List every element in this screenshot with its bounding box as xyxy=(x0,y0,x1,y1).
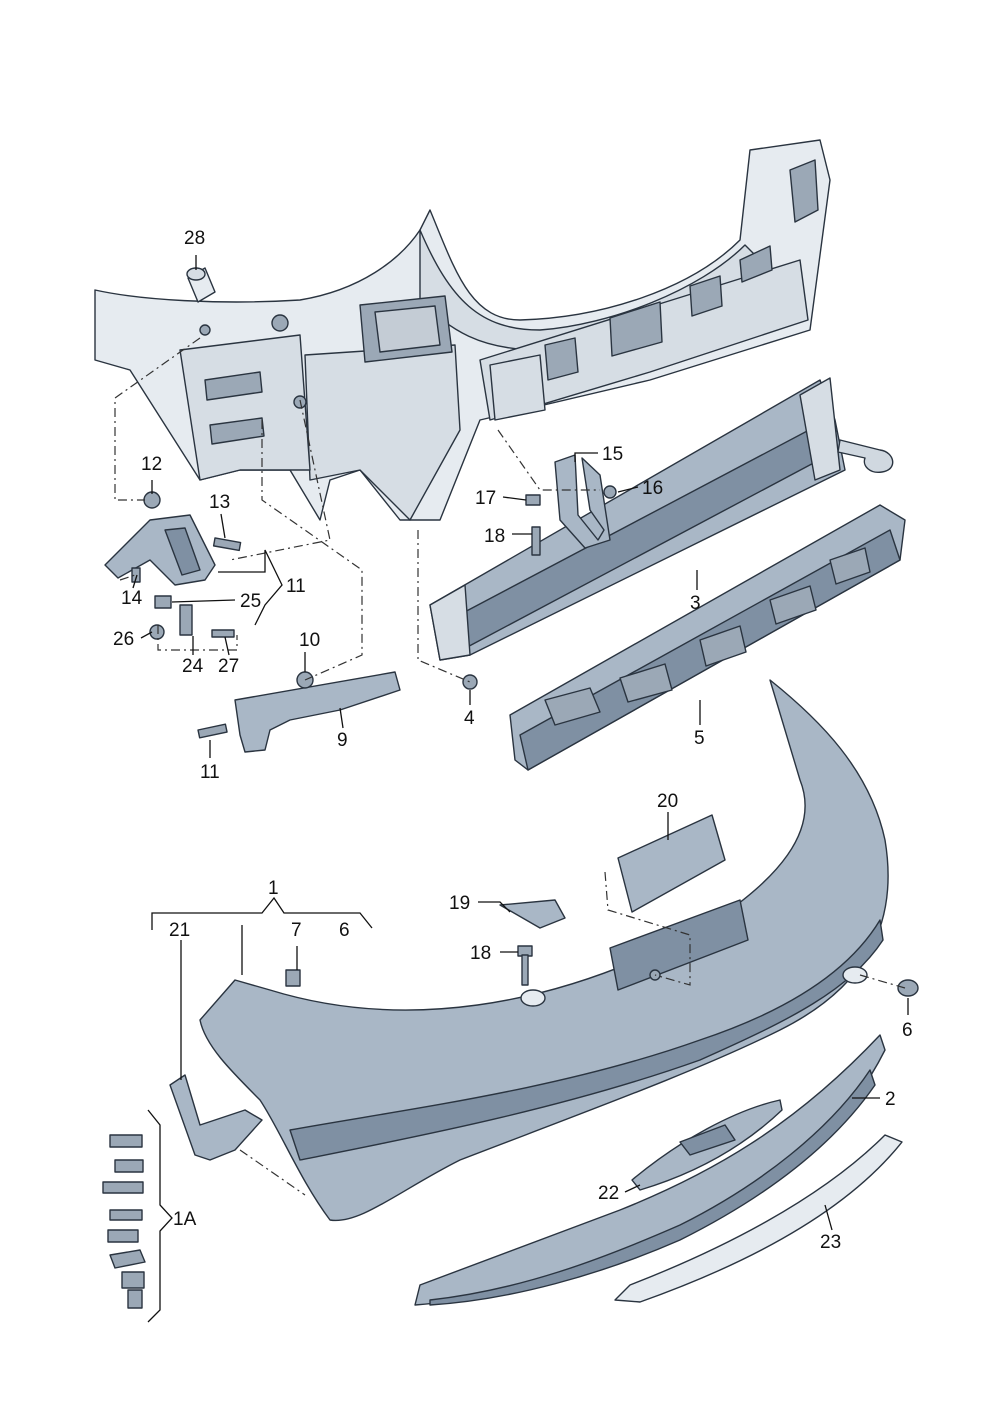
bracket-8 xyxy=(234,671,401,753)
callout-4: 4 xyxy=(464,708,475,729)
callout-26: 26 xyxy=(113,629,134,650)
leader-lines xyxy=(132,255,909,1323)
callout-1: 1 xyxy=(268,878,279,899)
callout-11: 11 xyxy=(286,576,306,597)
bracket-11 xyxy=(104,514,216,586)
callout-21: 21 xyxy=(169,920,190,941)
callout-28: 28 xyxy=(184,228,205,249)
callout-9: 10 xyxy=(299,630,320,651)
bracket-19 xyxy=(499,899,566,929)
callout-5: 5 xyxy=(694,728,705,749)
callout-15: 15 xyxy=(602,444,623,465)
impact-beam-3 xyxy=(429,377,894,661)
assembly-lines xyxy=(114,337,906,1196)
callout-1a: 1A xyxy=(173,1209,197,1230)
callout-6-top: 6 xyxy=(339,920,350,941)
reflector-22 xyxy=(631,1099,783,1191)
callout-27: 27 xyxy=(218,656,239,677)
callout-20: 20 xyxy=(657,791,678,812)
callout-19: 19 xyxy=(449,893,470,914)
callout-13: 13 xyxy=(209,492,230,513)
callout-2: 2 xyxy=(885,1089,896,1110)
callout-23: 23 xyxy=(820,1232,841,1253)
callout-25: 25 xyxy=(240,591,261,612)
callout-7: 7 xyxy=(291,920,302,941)
callout-6-right: 6 xyxy=(902,1020,913,1041)
callout-16: 16 xyxy=(642,478,663,499)
callout-14: 14 xyxy=(121,588,143,609)
callout-12: 12 xyxy=(141,454,162,475)
energy-absorber-5 xyxy=(509,504,906,771)
bracket-21 xyxy=(169,1074,263,1161)
plate-holder-20 xyxy=(617,814,726,913)
callout-22: 22 xyxy=(598,1183,619,1204)
callout-3: 3 xyxy=(690,593,701,614)
support-bracket-15 xyxy=(554,454,611,549)
rear-body-panel xyxy=(94,139,831,521)
callout-18-bottom: 18 xyxy=(470,943,491,964)
trim-strip-23 xyxy=(614,1134,903,1303)
plug-28 xyxy=(186,267,216,303)
callout-17: 17 xyxy=(475,488,496,509)
bumper-cover-1 xyxy=(199,679,889,1222)
callout-18-top: 18 xyxy=(484,526,505,547)
fasteners xyxy=(102,485,617,1309)
diffuser-2 xyxy=(414,1034,886,1306)
callout-labels: 28 12 13 11 14 25 26 24 27 10 9 11 4 3 5… xyxy=(113,228,913,1253)
callout-8: 9 xyxy=(337,730,348,751)
callout-10: 11 xyxy=(200,762,220,783)
cap-6 xyxy=(897,979,919,997)
callout-24: 24 xyxy=(182,656,204,677)
